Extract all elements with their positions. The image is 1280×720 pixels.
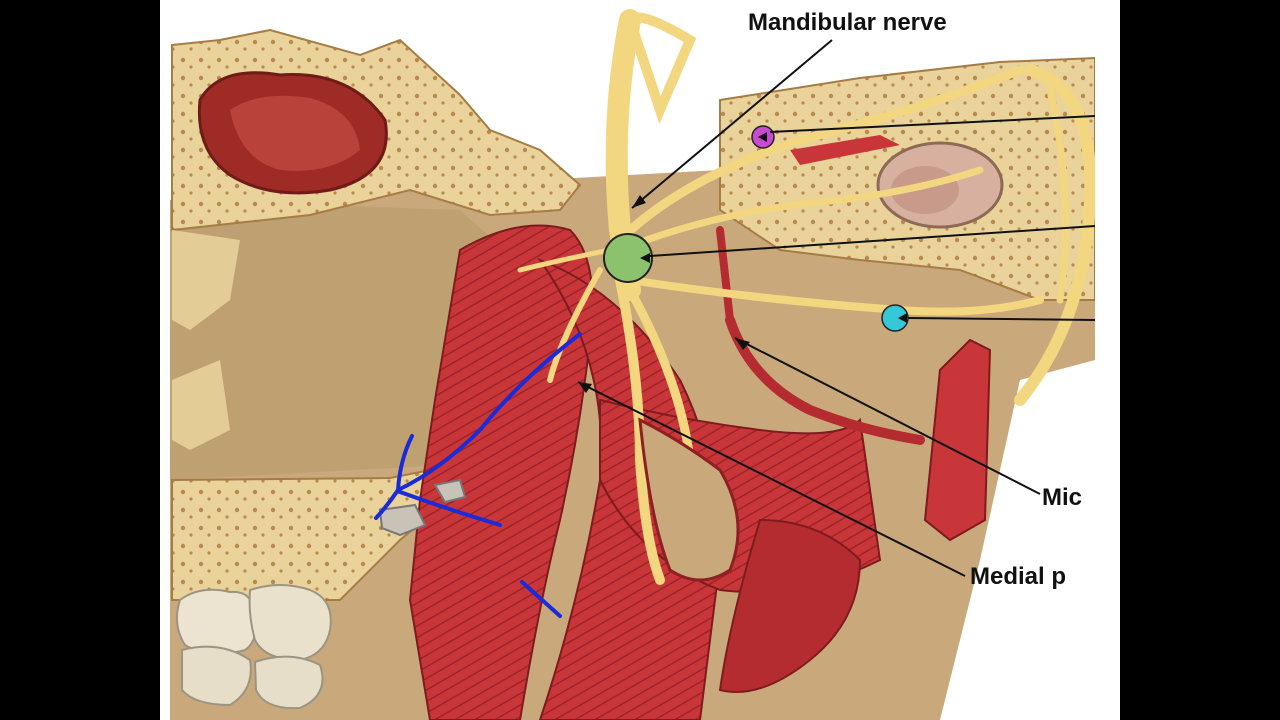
skull-base-bone	[171, 28, 582, 232]
infratemporal-fossa-illustration: Mandibular nerve Mic Medial p	[170, 0, 1120, 720]
marker-cyan	[881, 304, 909, 332]
handwritten-annotation	[374, 332, 582, 618]
bone-fragment	[378, 478, 467, 537]
middle-label-partial: Mic	[1042, 484, 1082, 511]
leader-lines	[577, 39, 1096, 577]
marker-green	[603, 233, 653, 283]
anatomy-slide: Mandibular nerve Mic Medial p	[160, 0, 1120, 720]
mandibular-nerve-label: Mandibular nerve	[748, 9, 947, 36]
marker-magenta	[751, 125, 775, 149]
molar-teeth	[175, 584, 332, 710]
arteries	[716, 226, 992, 542]
mandibular-ramus	[638, 417, 740, 582]
crop-edge	[1095, 0, 1120, 720]
leader-arrowheads	[578, 195, 750, 393]
medial-pterygoid-label-partial: Medial p	[970, 563, 1066, 590]
